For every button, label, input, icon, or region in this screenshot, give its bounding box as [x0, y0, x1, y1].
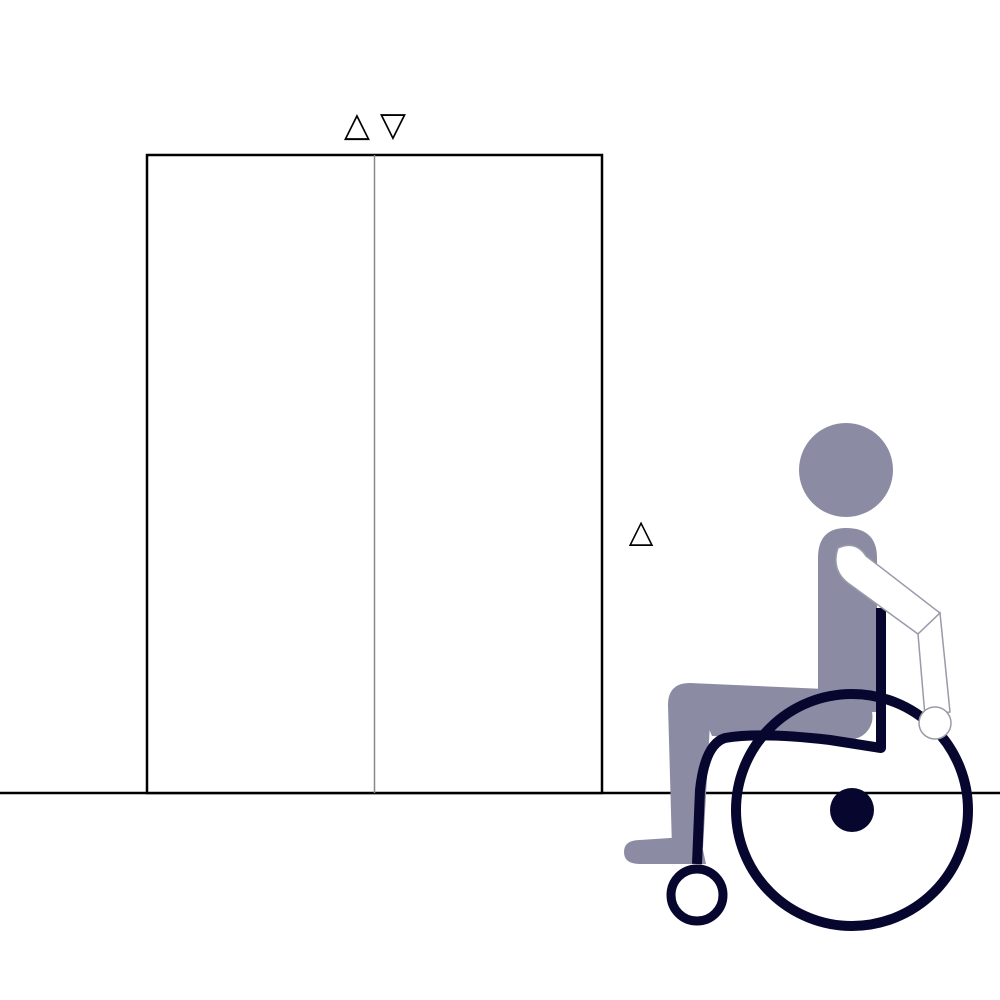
floor-indicator: △ ▽: [344, 105, 407, 145]
elevator-doors: [145, 153, 604, 795]
wheelchair-frame: [692, 608, 886, 865]
elevator-call-button-icon[interactable]: △: [629, 512, 654, 550]
person-head: [799, 423, 893, 517]
person-foot: [624, 836, 706, 864]
wheelchair-caster-wheel: [666, 864, 728, 926]
wheelchair-hub: [830, 788, 874, 832]
person-arm: [835, 544, 952, 740]
person-forearm: [917, 611, 951, 717]
person-hand: [918, 706, 952, 740]
indicator-down-arrow-icon: ▽: [380, 105, 407, 145]
indicator-up-arrow-icon: △: [344, 105, 371, 145]
wheelchair: [666, 608, 973, 931]
wheelchair-rear-wheel: [731, 689, 973, 931]
